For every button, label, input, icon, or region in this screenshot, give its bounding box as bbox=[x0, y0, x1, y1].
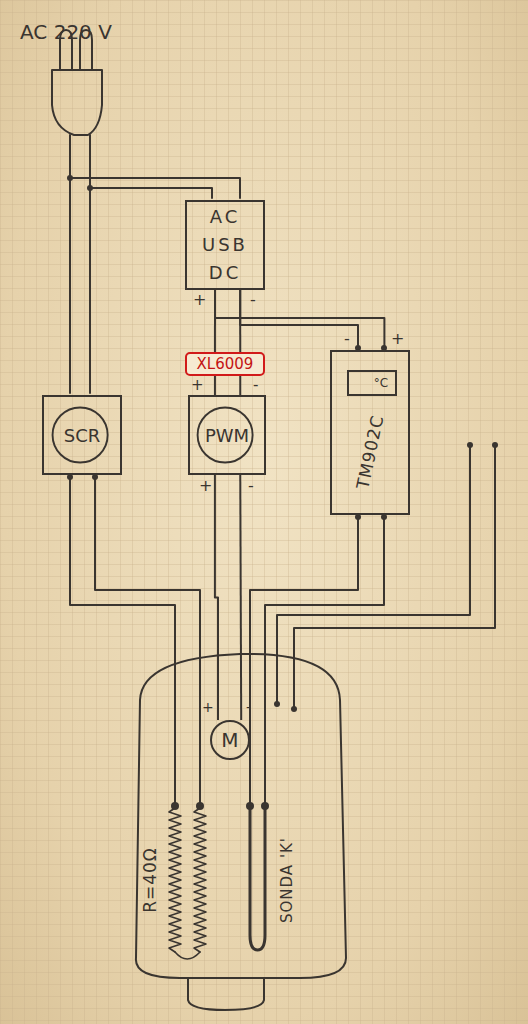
wire-connector bbox=[215, 475, 218, 720]
polarity-mark: + bbox=[193, 292, 206, 308]
polarity-mark: - bbox=[253, 378, 258, 393]
polarity-mark: + bbox=[391, 331, 404, 347]
power-supply-box: AC USB DC bbox=[185, 200, 265, 290]
thermocouple-probe bbox=[250, 808, 265, 950]
converter-label: XL6009 bbox=[185, 352, 265, 376]
node-text: PWM bbox=[205, 425, 249, 446]
node-text: XL6009 bbox=[197, 355, 254, 373]
node-text: AC USB DC bbox=[200, 203, 250, 287]
polarity-mark: - bbox=[250, 292, 256, 308]
wire bbox=[294, 445, 495, 707]
wire bbox=[90, 188, 212, 198]
wire-connector bbox=[240, 290, 358, 350]
polarity-mark: + bbox=[199, 478, 212, 494]
wire-connector bbox=[215, 290, 384, 350]
polarity-mark: - bbox=[248, 478, 254, 494]
tank-base bbox=[188, 978, 264, 1010]
part-note: SONDA 'K' bbox=[280, 837, 295, 923]
display-window: °C bbox=[347, 370, 397, 396]
polarity-mark: - bbox=[344, 331, 350, 347]
scr-module: SCR bbox=[42, 395, 122, 475]
node-text: SCR bbox=[64, 425, 101, 446]
part-note: R=40Ω bbox=[142, 847, 159, 913]
voltage-label: AC 220 V bbox=[20, 22, 112, 42]
wire bbox=[69, 135, 71, 393]
node-text: M bbox=[221, 728, 238, 752]
heater-coil bbox=[169, 808, 206, 959]
polarity-mark: - bbox=[246, 700, 251, 714]
terminal-dots bbox=[67, 175, 498, 810]
mains-plug bbox=[52, 30, 102, 135]
wire-connector bbox=[240, 475, 242, 720]
thermostat-box: TM902C °C bbox=[330, 350, 410, 515]
wire bbox=[265, 517, 384, 805]
polarity-mark: + bbox=[191, 378, 204, 393]
wire bbox=[95, 477, 200, 805]
polarity-mark: + bbox=[202, 700, 214, 714]
node-text: TM902C bbox=[352, 413, 387, 491]
wire bbox=[70, 178, 240, 198]
motor-symbol: M bbox=[210, 720, 250, 760]
wire bbox=[70, 477, 175, 805]
node-text: °C bbox=[374, 376, 388, 390]
pwm-module: PWM bbox=[188, 395, 266, 475]
wire bbox=[89, 135, 91, 393]
